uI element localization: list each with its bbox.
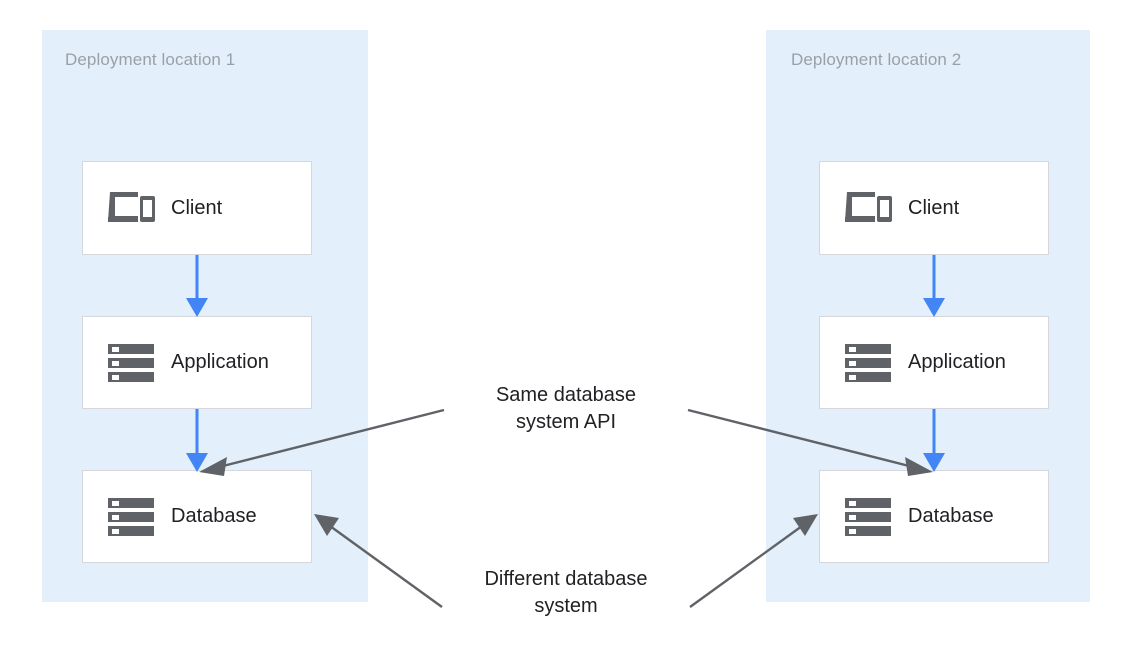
node-client-2-label: Client (908, 196, 960, 219)
node-client-2[interactable]: Client (819, 161, 1049, 255)
node-application-1[interactable]: Application (82, 316, 312, 409)
node-application-1-label: Application (171, 351, 269, 373)
node-application-2[interactable]: Application (819, 316, 1049, 409)
devices-icon (105, 186, 157, 230)
node-database-1-label: Database (171, 505, 257, 527)
node-database-2-label: Database (908, 505, 994, 527)
deployment-location-2-title: Deployment location 2 (791, 50, 962, 69)
node-application-2-label: Application (908, 351, 1006, 373)
node-client-1-label: Client (171, 196, 223, 219)
devices-icon (842, 186, 894, 230)
server-icon (842, 341, 894, 385)
node-database-2[interactable]: Database (819, 470, 1049, 563)
annotation-different-database-system: Different database system (484, 568, 648, 617)
server-icon (105, 341, 157, 385)
server-icon (842, 495, 894, 539)
annotation-same-database-system-api: Same database system API (495, 384, 637, 433)
server-icon (105, 495, 157, 539)
node-client-1[interactable]: Client (82, 161, 312, 255)
deployment-location-1-title: Deployment location 1 (65, 50, 236, 69)
node-database-1[interactable]: Database (82, 470, 312, 563)
